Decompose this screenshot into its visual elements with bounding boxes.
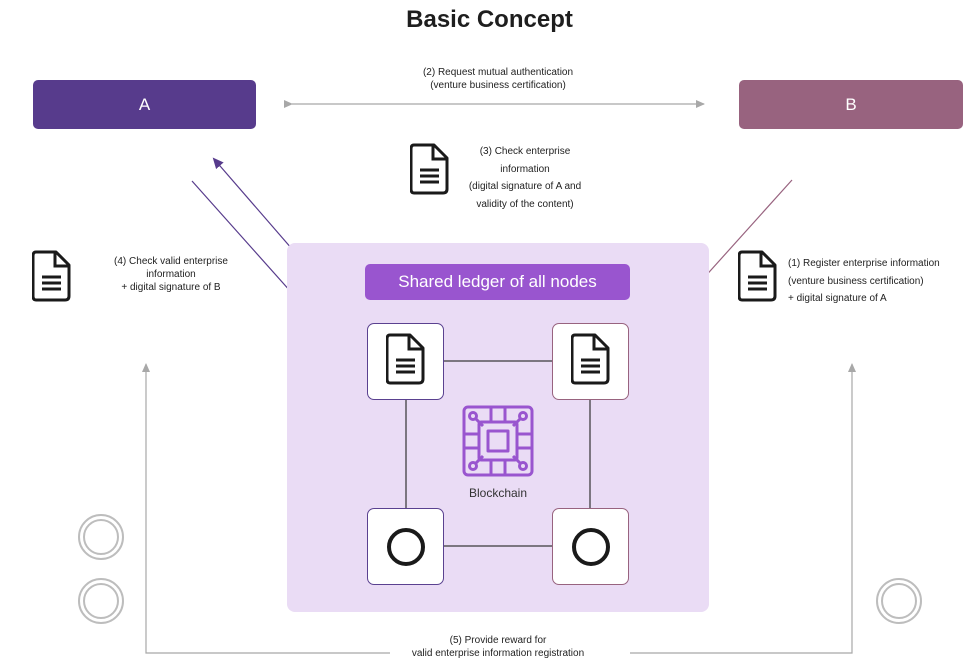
step5-note: (5) Provide reward for valid enterprise … bbox=[390, 634, 606, 660]
blockchain-circuit-icon bbox=[461, 404, 535, 483]
step1-line3: + digital signature of A bbox=[788, 293, 887, 304]
step5-line2: valid enterprise information registratio… bbox=[411, 648, 585, 659]
reward-path-right bbox=[630, 363, 856, 654]
step3-note: (3) Check enterprise information (digita… bbox=[450, 143, 600, 213]
step2-line1: (2) Request mutual authentication bbox=[422, 67, 574, 78]
document-icon bbox=[570, 333, 611, 390]
step1-line1: (1) Register enterprise information bbox=[788, 258, 940, 269]
step3-line3: (digital signature of A and bbox=[468, 181, 582, 192]
step1-line2: (venture business certification) bbox=[788, 275, 924, 287]
step3-line2: information bbox=[500, 163, 550, 175]
ledger-node-bottom-right bbox=[552, 508, 629, 585]
document-icon bbox=[385, 333, 426, 390]
document-icon bbox=[409, 143, 450, 200]
ledger-title: Shared ledger of all nodes bbox=[365, 264, 630, 300]
ring-icon bbox=[386, 527, 425, 566]
reward-path-left bbox=[142, 363, 395, 654]
coin-icon bbox=[876, 578, 922, 624]
step5-line1: (5) Provide reward for bbox=[449, 635, 547, 646]
step4-line1: (4) Check valid enterprise bbox=[114, 256, 228, 267]
step3-line4: validity of the content) bbox=[476, 198, 574, 210]
ring-icon bbox=[571, 527, 610, 566]
document-icon bbox=[737, 250, 778, 307]
ledger-node-top-right bbox=[552, 323, 629, 400]
blockchain-label: Blockchain bbox=[468, 486, 528, 500]
step4-line3: + digital signature of B bbox=[121, 282, 221, 293]
ledger-node-bottom-left bbox=[367, 508, 444, 585]
document-icon bbox=[31, 250, 72, 307]
party-a-box: A bbox=[33, 80, 256, 129]
step2-note: (2) Request mutual authentication (ventu… bbox=[380, 66, 616, 92]
step4-note: (4) Check valid enterprise information +… bbox=[96, 255, 246, 294]
coin-icon bbox=[78, 578, 124, 624]
coin-icon bbox=[78, 514, 124, 560]
step3-line1: (3) Check enterprise bbox=[479, 146, 571, 157]
ledger-node-top-left bbox=[367, 323, 444, 400]
step1-note: (1) Register enterprise information (ven… bbox=[788, 255, 974, 308]
party-b-box: B bbox=[739, 80, 963, 129]
step4-line2: information bbox=[146, 269, 196, 280]
page-title: Basic Concept bbox=[406, 6, 573, 33]
step2-line2: (venture business certification) bbox=[430, 80, 566, 91]
